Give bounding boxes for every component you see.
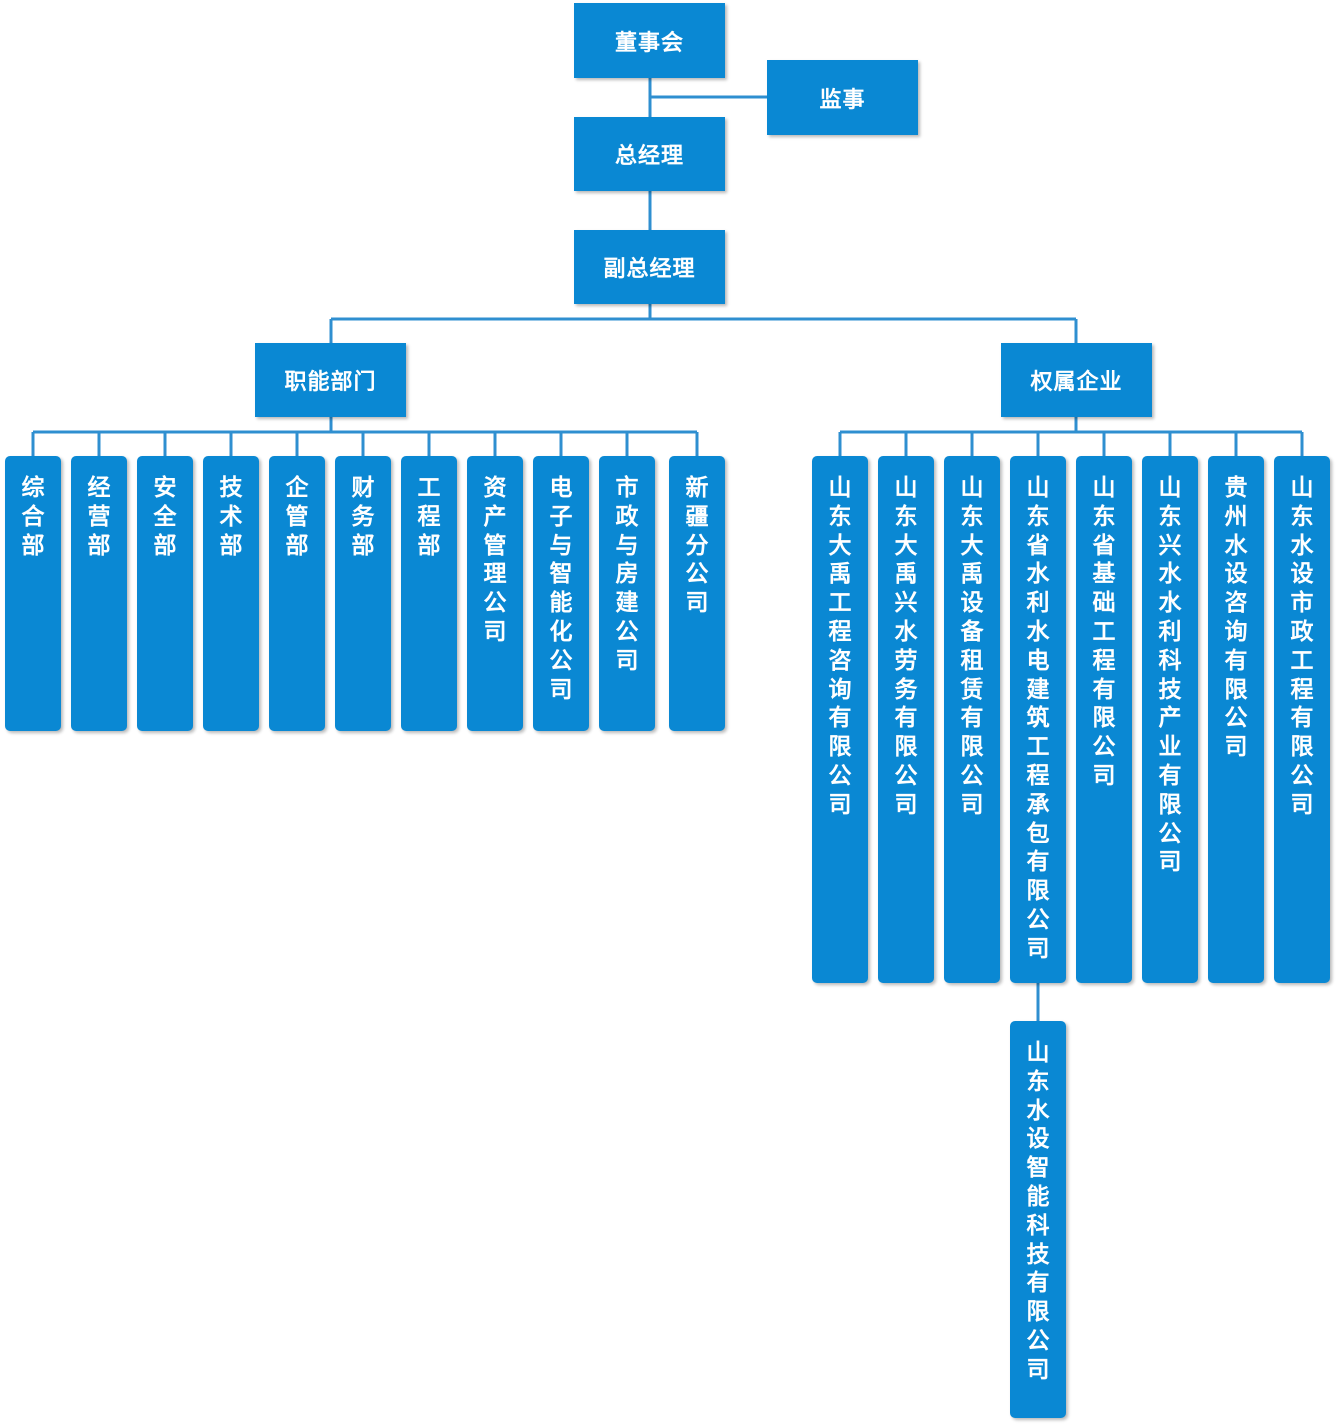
enterprise-label: 贵州水设咨询有限公司 — [1224, 475, 1248, 761]
enterprise-box: 贵州水设咨询有限公司 — [1208, 456, 1264, 983]
general-manager-box: 总经理 — [574, 117, 725, 191]
enterprise-box: 山东省水利水电建筑工程承包有限公司 — [1010, 456, 1066, 983]
dept-box-engineering: 工程部 — [401, 456, 457, 731]
sub-enterprise-box: 山东水设智能科技有限公司 — [1010, 1021, 1066, 1418]
enterprise-label: 山东大禹工程咨询有限公司 — [828, 475, 852, 818]
enterprise-label: 山东省水利水电建筑工程承包有限公司 — [1026, 475, 1050, 962]
dept-label: 资产管理公司 — [483, 475, 507, 645]
functional-departments-label: 职能部门 — [284, 370, 377, 395]
dept-box-safety: 安全部 — [137, 456, 193, 731]
dept-label: 财务部 — [351, 475, 375, 559]
enterprise-box: 山东大禹工程咨询有限公司 — [812, 456, 868, 983]
deputy-general-manager-box: 副总经理 — [574, 230, 725, 304]
dept-box-xinjiang-branch: 新疆分公司 — [669, 456, 725, 731]
dept-label: 技术部 — [219, 475, 243, 559]
dept-box-municipal-housing: 市政与房建公司 — [599, 456, 655, 731]
board-label: 董事会 — [614, 30, 684, 56]
general-manager-label: 总经理 — [614, 144, 684, 169]
dept-box-technology: 技术部 — [203, 456, 259, 731]
dept-box-enterprise-management: 企管部 — [269, 456, 325, 731]
dept-box-asset-management: 资产管理公司 — [467, 456, 523, 731]
enterprise-label: 山东省基础工程有限公司 — [1092, 475, 1116, 789]
enterprise-box: 山东水设市政工程有限公司 — [1274, 456, 1330, 983]
dept-box-finance: 财务部 — [335, 456, 391, 731]
enterprise-label: 山东大禹设备租赁有限公司 — [960, 475, 984, 818]
dept-box-general-affairs: 综合部 — [5, 456, 61, 731]
supervisor-box: 监事 — [767, 60, 918, 135]
sub-enterprise-label: 山东水设智能科技有限公司 — [1026, 1040, 1050, 1383]
dept-label: 企管部 — [285, 475, 309, 559]
dept-label: 新疆分公司 — [685, 475, 709, 617]
enterprise-label: 山东水设市政工程有限公司 — [1290, 475, 1314, 818]
dept-label: 工程部 — [417, 475, 441, 559]
enterprise-box: 山东大禹设备租赁有限公司 — [944, 456, 1000, 983]
dept-box-business: 经营部 — [71, 456, 127, 731]
dept-label: 安全部 — [153, 475, 177, 559]
dept-label: 市政与房建公司 — [615, 475, 639, 674]
enterprise-box: 山东省基础工程有限公司 — [1076, 456, 1132, 983]
affiliated-enterprises-label: 权属企业 — [1030, 370, 1123, 395]
functional-departments-box: 职能部门 — [255, 343, 406, 417]
enterprise-box: 山东大禹兴水劳务有限公司 — [878, 456, 934, 983]
affiliated-enterprises-box: 权属企业 — [1001, 343, 1152, 417]
enterprise-label: 山东大禹兴水劳务有限公司 — [894, 475, 918, 818]
dept-label: 电子与智能化公司 — [549, 475, 573, 703]
enterprise-label: 山东兴水水利科技产业有限公司 — [1158, 475, 1182, 876]
dept-label: 经营部 — [87, 475, 111, 559]
dept-label: 综合部 — [21, 475, 45, 559]
board-box: 董事会 — [574, 3, 725, 78]
supervisor-label: 监事 — [819, 87, 866, 113]
enterprise-box: 山东兴水水利科技产业有限公司 — [1142, 456, 1198, 983]
dept-box-electronics: 电子与智能化公司 — [533, 456, 589, 731]
deputy-general-manager-label: 副总经理 — [603, 257, 696, 282]
